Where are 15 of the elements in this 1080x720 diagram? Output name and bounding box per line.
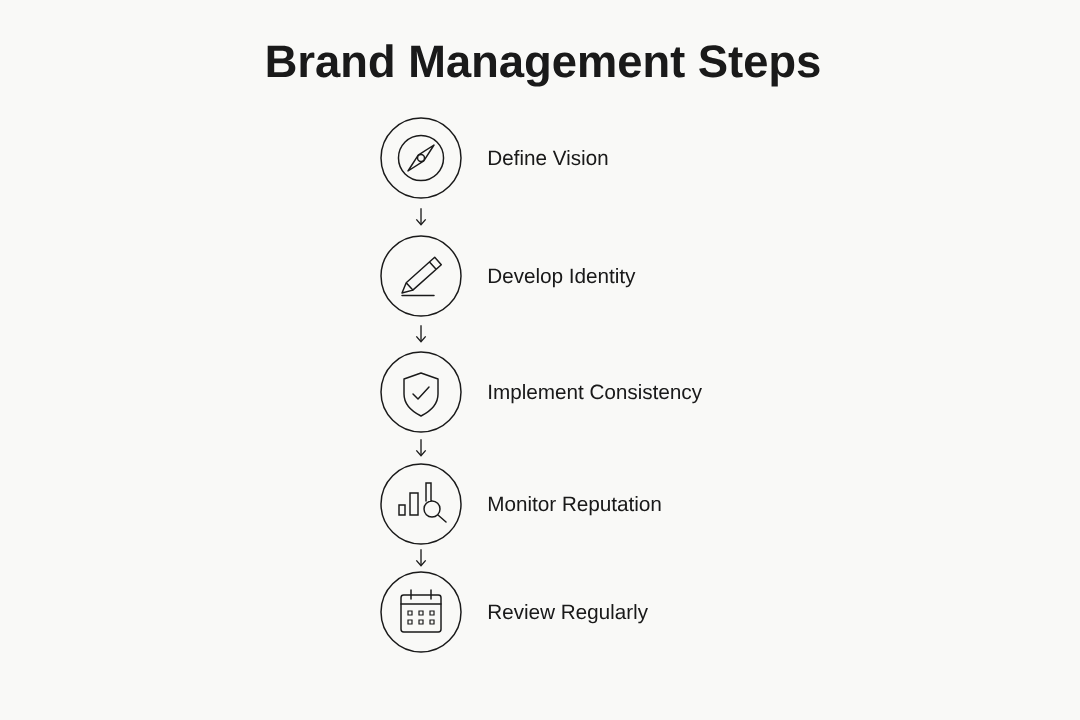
title: Brand Management Steps: [267, 44, 820, 87]
step-circle: [380, 117, 462, 199]
step-circle: [380, 571, 462, 653]
arrow: [415, 438, 427, 457]
step-circle: [380, 235, 462, 317]
step-circle: [380, 463, 462, 545]
step-label: Develop Identity: [488, 268, 636, 288]
arrow: [415, 324, 427, 343]
arrow: [415, 548, 427, 567]
step-label: Define Vision: [488, 150, 608, 166]
step-label: Review Regularly: [488, 604, 648, 624]
arrow: [415, 207, 427, 226]
step-circle: [380, 351, 462, 433]
step-label: Implement Consistency: [489, 384, 702, 404]
step-label: Monitor Reputation: [488, 496, 661, 516]
